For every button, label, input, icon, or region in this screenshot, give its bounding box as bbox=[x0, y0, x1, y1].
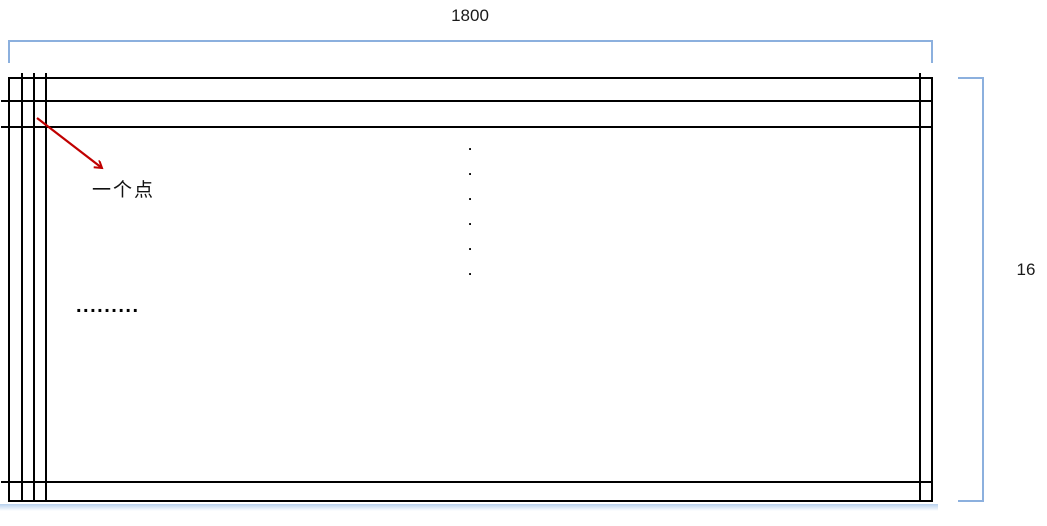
grid-row-line bbox=[1, 126, 933, 128]
annotation-arrow bbox=[36, 117, 120, 180]
width-dimension-label: 1800 bbox=[451, 6, 489, 25]
grid-row-line bbox=[1, 481, 933, 483]
vertical-ellipsis: . . . . . . bbox=[468, 138, 472, 278]
height-dimension-bracket bbox=[958, 77, 984, 502]
horizontal-ellipsis: ......... bbox=[76, 295, 140, 317]
grid-column-line bbox=[33, 73, 35, 502]
grid-column-line bbox=[45, 73, 47, 502]
point-annotation-label: 一个点 bbox=[92, 180, 156, 201]
grid-column-line bbox=[21, 73, 23, 502]
grid-row-line bbox=[1, 100, 933, 102]
width-dimension-bracket bbox=[8, 40, 933, 63]
grid-column-line bbox=[919, 73, 921, 502]
grid-rectangle bbox=[8, 77, 933, 502]
height-dimension-label: 16 bbox=[1016, 260, 1036, 279]
arrow-line bbox=[36, 117, 102, 168]
rectangle-shadow bbox=[0, 504, 938, 511]
